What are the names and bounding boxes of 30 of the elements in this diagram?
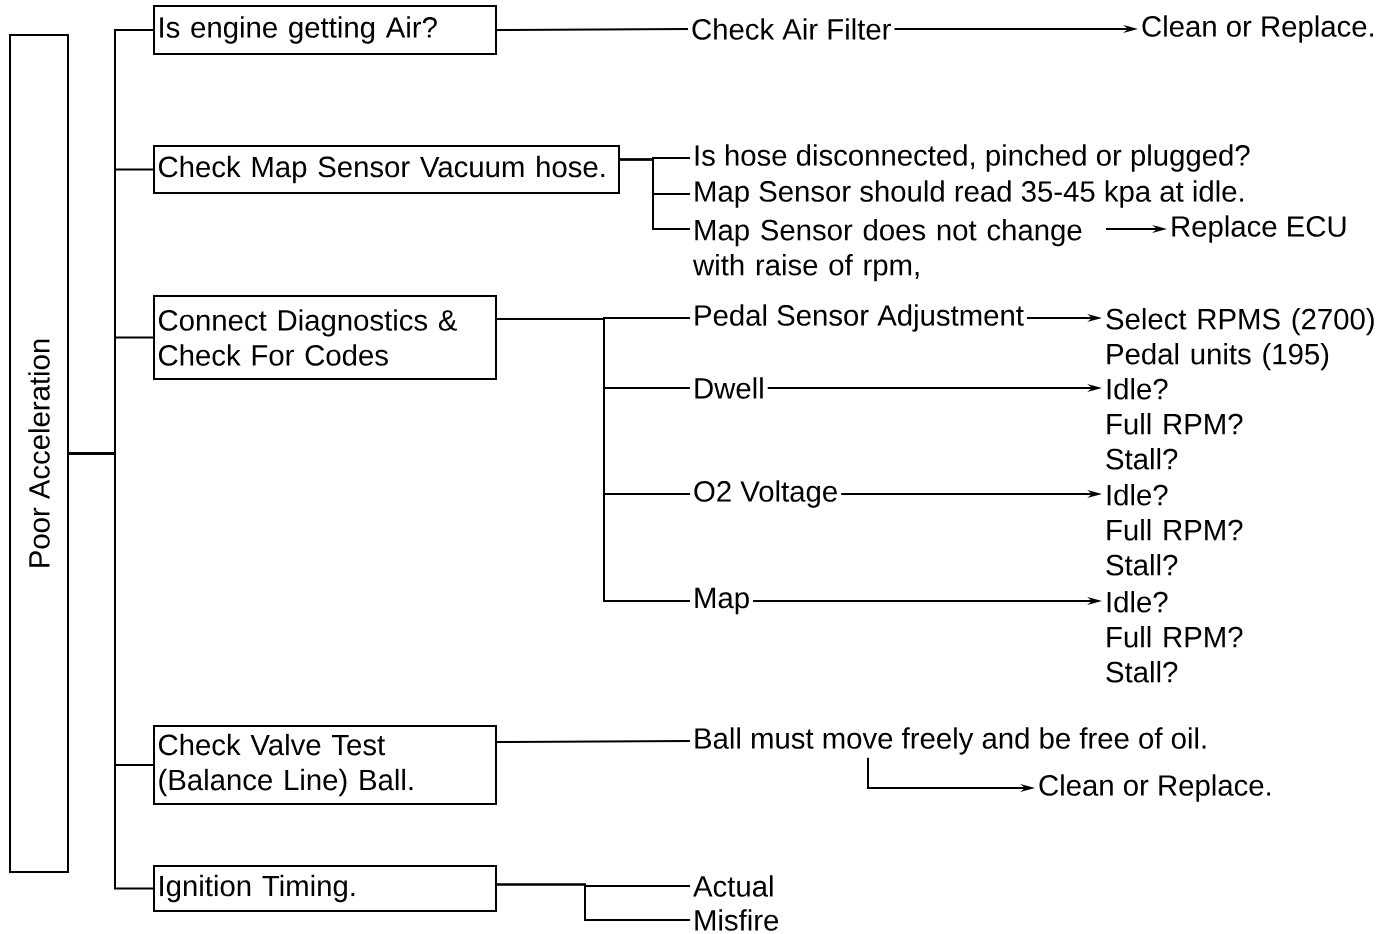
connector-line: [68, 452, 154, 890]
connector-line: [496, 28, 689, 31]
step-text: Map Sensor does not change with raise of rpm,: [692, 219, 1082, 282]
step-text: Map: [695, 587, 749, 615]
step-text: Ball must move freely and be free of oil.: [695, 727, 1206, 755]
step-text: Clean or Replace.: [1039, 774, 1271, 802]
step-box: Check Valve Test (Balance Line) Ball.: [153, 725, 497, 805]
step-text: Pedal Sensor Adjustment: [695, 304, 1024, 332]
step-text: Idle? Full RPM? Stall?: [1106, 378, 1243, 470]
step-text: Idle? Full RPM? Stall?: [1106, 484, 1243, 576]
step-box: Connect Diagnostics & Check For Codes: [153, 295, 497, 380]
step-text: Dwell: [695, 377, 763, 399]
title-box: Poor Acceleration: [9, 34, 69, 873]
step-text: Actual: [693, 875, 773, 897]
step-box: Ignition Timing.: [153, 865, 497, 912]
step-text: Misfire: [695, 909, 779, 931]
connector-line: [496, 883, 691, 921]
step-text: Replace ECU: [1172, 215, 1346, 243]
step-text: Check Air Filter: [692, 18, 891, 40]
step-box: Check Map Sensor Vacuum hose.: [153, 145, 620, 194]
step-text: Select RPMS (2700) Pedal units (195): [1106, 308, 1374, 371]
step-text: Clean or Replace.: [1142, 15, 1374, 43]
connector-line: [496, 740, 691, 743]
step-text: Map Sensor should read 35-45 kpa at idle.: [695, 180, 1243, 208]
step-text: Idle? Full RPM? Stall?: [1106, 591, 1243, 683]
step-text: O2 Voltage: [694, 480, 837, 508]
step-text: Is hose disconnected, pinched or plugged?: [695, 144, 1250, 172]
connector-line: [496, 318, 691, 602]
step-box: Is engine getting Air?: [153, 5, 497, 55]
connector-line: [619, 158, 691, 230]
